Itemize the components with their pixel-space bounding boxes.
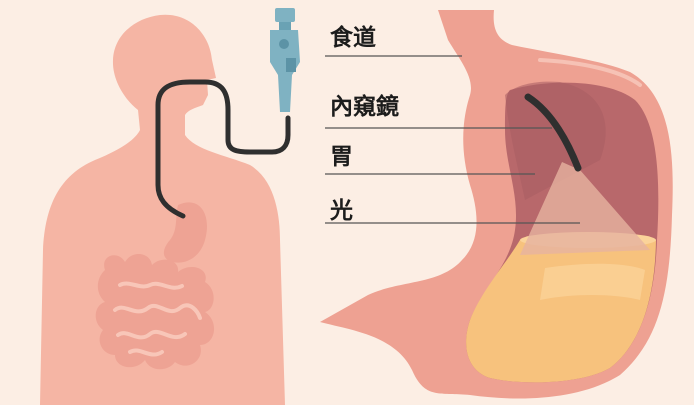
endoscope-handle (270, 8, 300, 112)
label-stomach: 胃 (330, 146, 353, 169)
label-esophagus: 食道 (330, 27, 376, 50)
label-endoscope: 內窺鏡 (330, 96, 399, 119)
label-light: 光 (330, 200, 353, 223)
fluid-highlight (540, 264, 645, 300)
